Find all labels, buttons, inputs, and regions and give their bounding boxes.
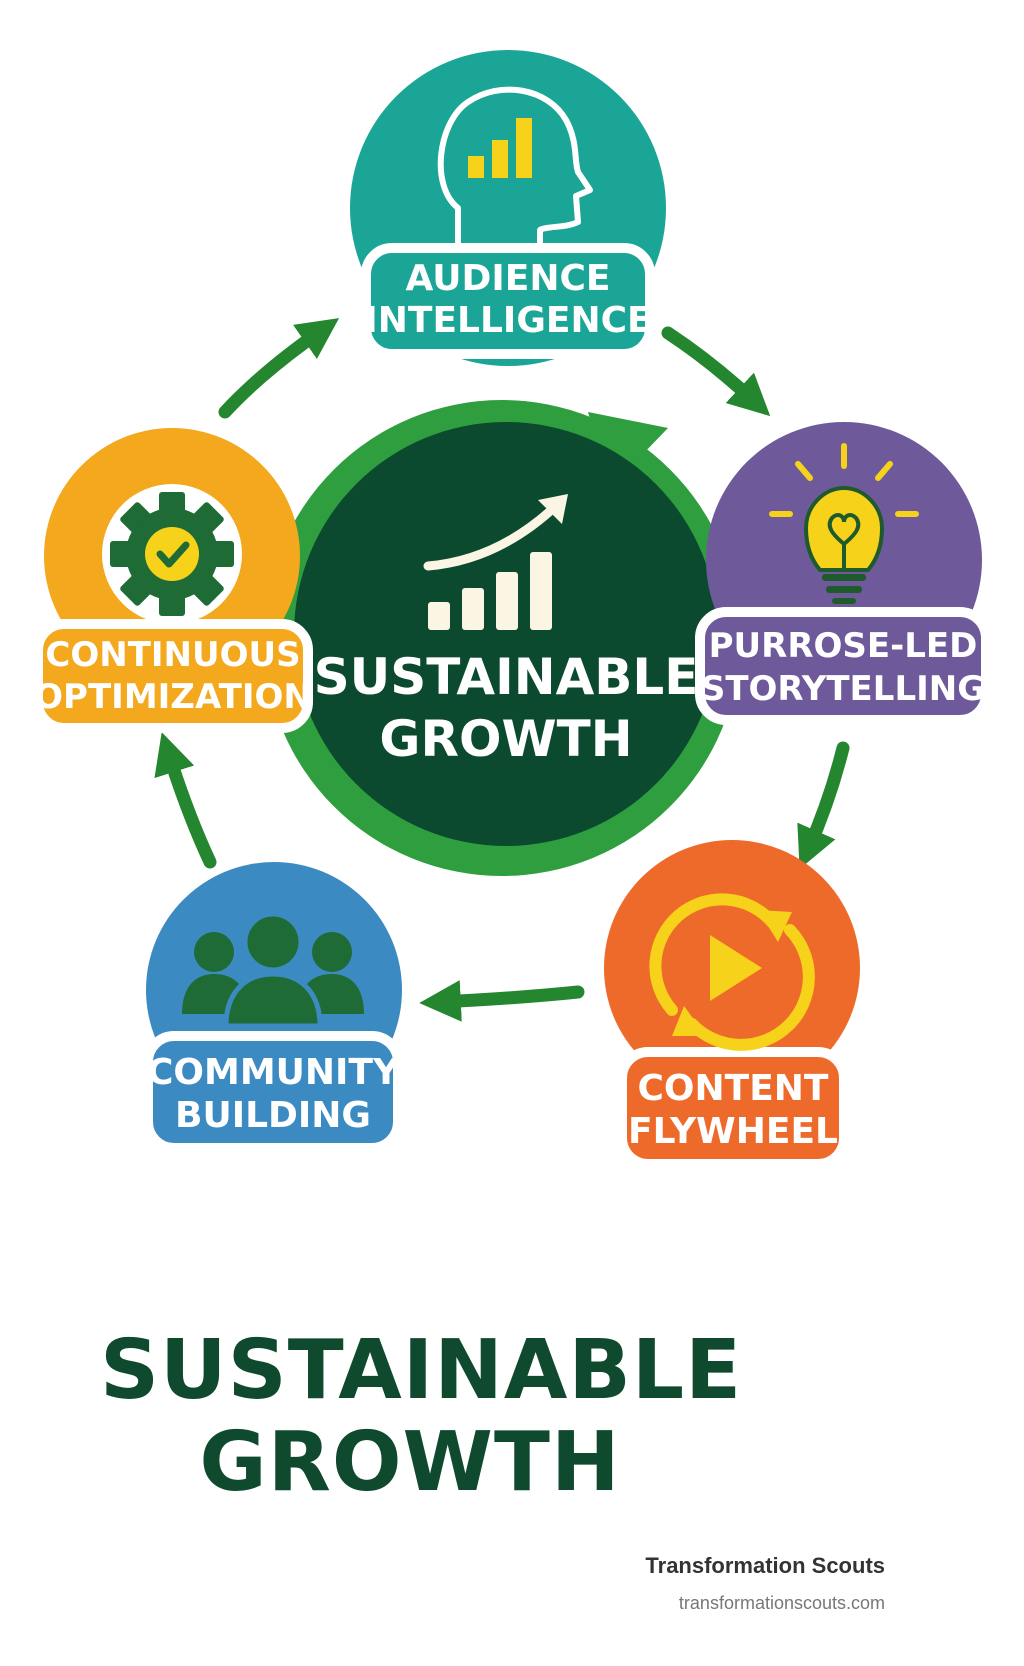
node-label-line2: INTELLIGENCE xyxy=(364,300,651,341)
arrow-audience-to-storytelling xyxy=(661,326,771,417)
center-label-line2: GROWTH xyxy=(379,710,632,768)
center-hub: SUSTAINABLE GROWTH xyxy=(264,400,740,876)
head-chart-icon xyxy=(437,86,593,245)
brand-url: transformationscouts.com xyxy=(678,1593,885,1613)
node-label-pill xyxy=(361,243,655,359)
lightbulb-heart-icon xyxy=(769,443,919,604)
arrow-optimization-to-audience xyxy=(218,318,340,419)
node-continuous-optimization: CONTINUOUS OPTIMIZATION xyxy=(33,428,313,733)
people-icon xyxy=(182,911,364,1029)
cycle-arrows xyxy=(154,318,850,1022)
node-label-pill xyxy=(143,1031,403,1153)
node-label-line1: CONTINUOUS xyxy=(45,635,300,675)
node-label-line1: AUDIENCE xyxy=(406,258,611,299)
page-title: SUSTAINABLE GROWTH xyxy=(100,1323,743,1510)
arrow-flywheel-to-community xyxy=(419,980,585,1022)
node-label-line2: BUILDING xyxy=(175,1095,371,1136)
node-purpose-storytelling: PURROSE-LED STORYTELLING xyxy=(695,422,991,725)
node-label-line2: FLYWHEEL xyxy=(628,1111,838,1152)
node-label-pill xyxy=(33,619,313,733)
arrow-community-to-optimization xyxy=(154,732,217,869)
node-label-pill xyxy=(617,1047,849,1169)
node-label-line1: COMMUNITY xyxy=(147,1052,400,1093)
node-community-building: COMMUNITY BUILDING xyxy=(143,862,403,1153)
node-label-line2: STORYTELLING xyxy=(701,669,985,709)
gear-check-icon xyxy=(102,484,242,624)
node-label-line1: CONTENT xyxy=(638,1068,829,1109)
growth-chart-icon xyxy=(423,494,568,630)
node-label-line1: PURROSE-LED xyxy=(709,626,978,666)
node-content-flywheel: CONTENT FLYWHEEL xyxy=(604,840,860,1169)
center-disc xyxy=(294,422,718,846)
center-label-line1: SUSTAINABLE xyxy=(314,648,699,706)
node-label-pill xyxy=(695,607,991,725)
node-label-line2: OPTIMIZATION xyxy=(34,677,312,717)
arrow-storytelling-to-flywheel xyxy=(797,741,850,870)
node-audience-intelligence: AUDIENCE INTELLIGENCE xyxy=(350,50,666,366)
brand-name: Transformation Scouts xyxy=(645,1553,885,1578)
play-cycle-icon xyxy=(649,893,815,1051)
page-title-line2: GROWTH xyxy=(199,1415,621,1510)
page-title-line1: SUSTAINABLE xyxy=(100,1323,743,1418)
